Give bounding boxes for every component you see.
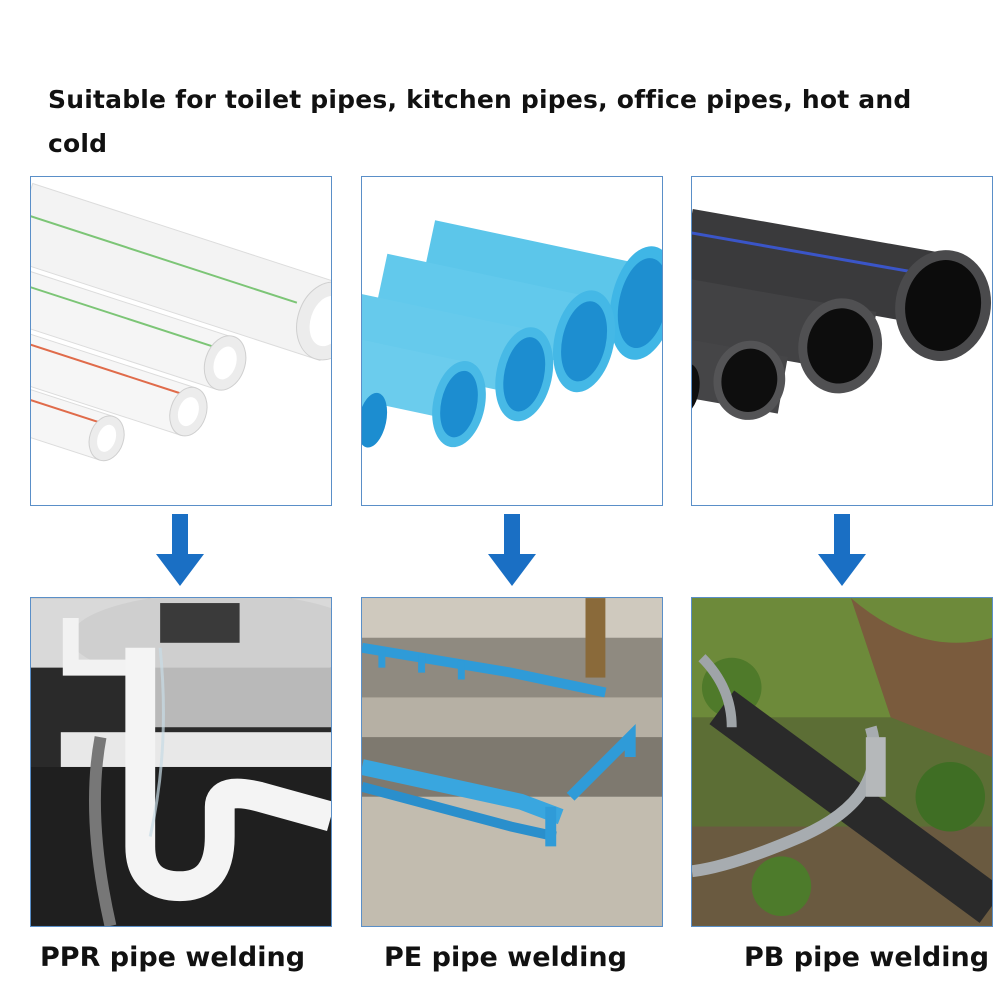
down-arrow-icon	[156, 514, 204, 586]
caption-ppr: PPR pipe welding	[40, 942, 306, 973]
construction-water-lines-image	[361, 597, 663, 927]
under-sink-plumbing-image	[30, 597, 332, 927]
down-arrow-icon	[818, 514, 866, 586]
ppr-pipes-image	[30, 176, 332, 506]
garden-irrigation-image	[691, 597, 993, 927]
caption-pe: PE pipe welding	[384, 942, 627, 973]
down-arrow-icon	[488, 514, 536, 586]
pb-pipes-image	[691, 176, 993, 506]
caption-pb: PB pipe welding	[744, 942, 990, 973]
headline-line-1: Suitable for toilet pipes, kitchen pipes…	[48, 85, 912, 158]
pe-pipes-image	[361, 176, 663, 506]
